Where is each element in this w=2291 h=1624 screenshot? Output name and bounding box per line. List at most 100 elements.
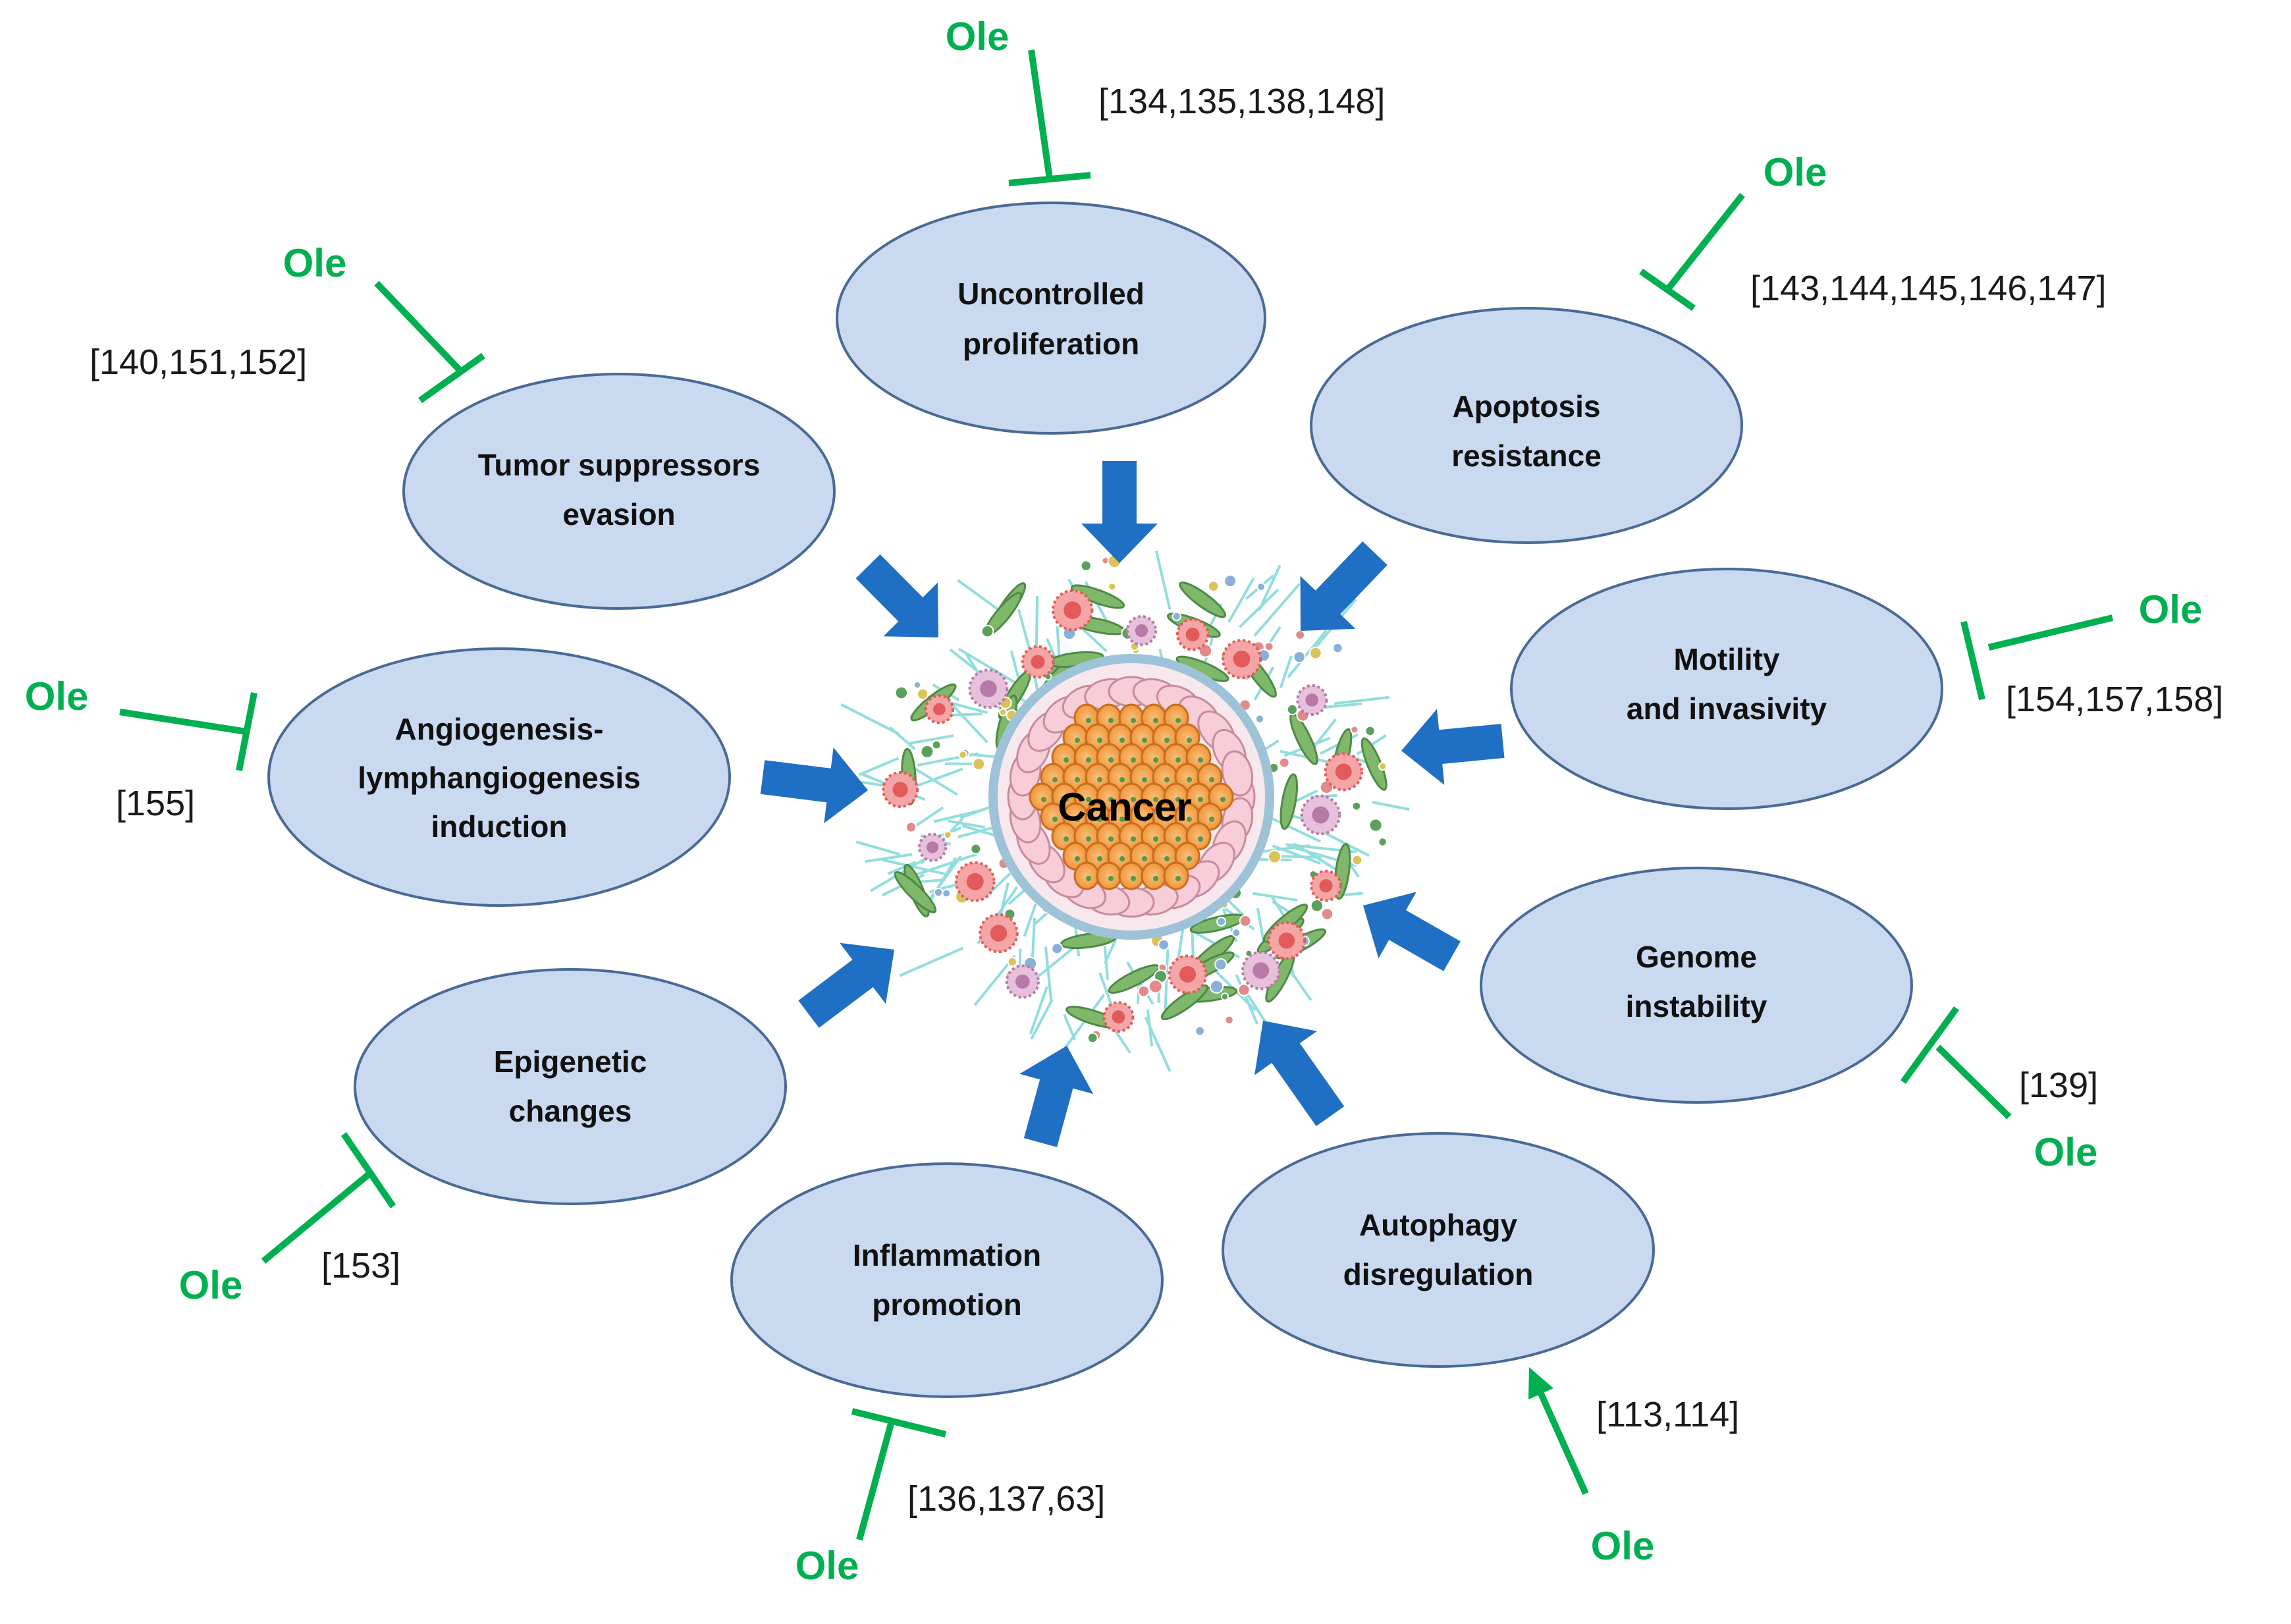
particle [1350,725,1359,734]
fiber [1316,828,1370,857]
fiber [855,840,901,856]
ole-label: Ole [946,14,1010,59]
inhibit-epigenetic-changes [261,1132,396,1264]
tumor-cell-nucleus [1198,757,1203,763]
ref-genome-instability: [139] [2019,1066,2098,1105]
tumor-cell-nucleus [1164,856,1170,861]
activate-autophagy-disregulation [1538,1392,1589,1496]
particle [1364,725,1376,737]
immune-nucleus [1312,806,1330,824]
tumor-cell-nucleus [1175,876,1181,881]
particle [1310,899,1324,913]
ole-label: Ole [1764,150,1827,194]
tumor-cell-nucleus [1142,817,1147,822]
ref-apoptosis-resistance: [143,144,145,146,147] [1750,269,2107,308]
tumor-cell-nucleus [1097,817,1102,822]
particle [1308,646,1322,660]
tumor-cell-nucleus [1064,836,1069,842]
node-line: Tumor suppressors [478,448,761,482]
ref-autophagy-disregulation: [113,114] [1596,1395,1739,1434]
fibroblast [1179,582,1226,618]
node-motility-invasivity: Motility and invasivity [1510,568,1943,810]
node-line: induction [431,809,568,844]
ole-label: Ole [179,1263,243,1307]
immune-nucleus [1278,932,1295,949]
fiber [887,861,917,875]
tumor-cell-nucleus [1108,836,1114,842]
tumor-cell-nucleus [1119,856,1125,861]
ref-motility-invasivity: [154,157,158] [2006,680,2223,719]
node-angiogenesis-induction: Angiogenesis- lymphangiogenesis inductio… [267,647,731,907]
fiber [1030,999,1054,1040]
particle [931,740,942,750]
fiber [864,853,913,863]
inhibit-angiogenesis-induction [119,692,257,771]
particle [1214,958,1227,971]
fibroblast [894,871,937,913]
tumor-cell-nucleus [1108,876,1114,881]
tumor-cell-nucleus [1187,817,1192,822]
particle [1198,643,1213,658]
tumor-cell-nucleus [1052,817,1058,822]
fiber [1061,994,1106,1053]
particle [1087,1032,1098,1044]
immune-nucleus [966,873,984,890]
immune-nucleus [1185,628,1200,641]
tumor-cell-nucleus [1131,836,1136,842]
tumor-cell-nucleus [1097,856,1102,861]
fiber [1032,942,1079,982]
tumor-cell-nucleus [1142,777,1147,782]
tumor-outer-cells [1007,676,1256,918]
particle [1216,916,1227,927]
fibroblast [1280,773,1299,830]
tumor-cell-nucleus [1198,836,1203,842]
ole-effect-lines [119,49,2114,1541]
tumor-cell-nucleus [1175,836,1181,842]
fiber [912,852,978,877]
tumor-cell [1141,861,1167,890]
inhibit-inflammation-promotion [851,1408,947,1541]
inhibit-tumor-suppressors-evasion [374,281,485,404]
fiber [1103,946,1110,980]
blue-arrow [798,942,894,1028]
tumor-cell-nucleus [1175,757,1181,763]
node-line: resistance [1451,439,1602,473]
tumor-cell-nucleus [1187,777,1192,782]
blue-arrow [1081,461,1158,563]
ref-epigenetic-changes: [153] [321,1246,400,1286]
particle [1224,1015,1234,1025]
tumor-cell-nucleus [1075,856,1080,861]
fiber [1023,904,1037,937]
fiber [881,858,948,876]
particle [1051,942,1064,955]
immune-nucleus [933,703,946,716]
tumor-cell-nucleus [1131,757,1136,763]
immune-nucleus [1335,763,1352,780]
node-inflammation-promotion: Inflammation promotion [730,1162,1164,1398]
particle [1209,979,1224,994]
inhibit-motility-invasivity [1960,614,2114,701]
blue-arrow [1019,1045,1094,1147]
node-line: lymphangiogenesis [358,761,640,795]
particle [970,843,982,855]
blue-arrow [1300,541,1388,632]
fibroblast [1070,584,1125,609]
ole-label: Ole [1591,1524,1655,1568]
immune-nucleus [1064,601,1082,619]
tumor-cell-nucleus [1153,836,1158,842]
fiber [1372,801,1410,811]
tumor-cell-nucleus [1119,817,1125,822]
fiber [1310,794,1337,799]
tumor-cell-nucleus [1153,876,1158,881]
node-line: Uncontrolled [957,277,1145,311]
blue-arrow-shape [1401,709,1505,785]
fiber [957,647,1020,686]
tumor-cell-nucleus [1108,757,1114,763]
blue-arrow [1254,1021,1345,1126]
tumor-cell-nucleus [1209,777,1214,782]
tumor-cell-nucleus [1142,856,1147,861]
ole-label: Ole [283,241,347,285]
node-line: proliferation [963,327,1139,361]
tumor-core-cells [1029,703,1234,890]
fiber [1253,583,1301,637]
